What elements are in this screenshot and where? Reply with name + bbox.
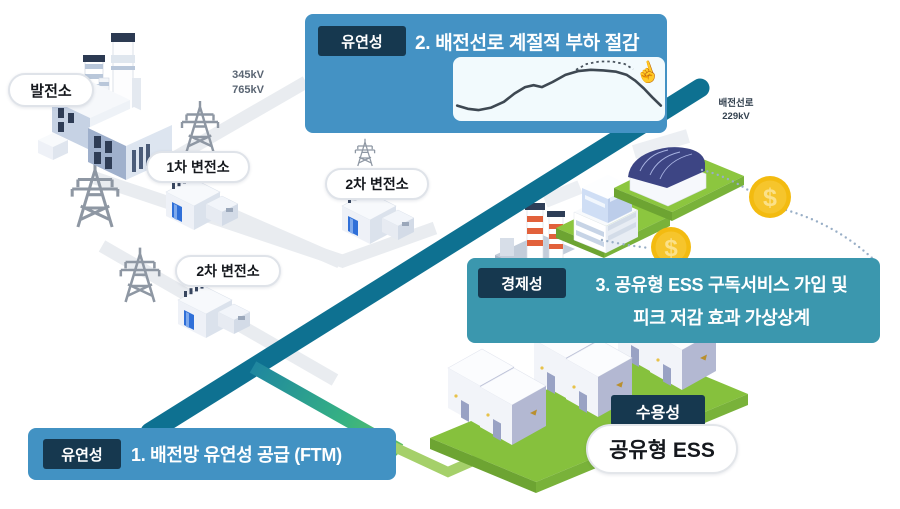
power-plant-label: 발전소: [8, 73, 94, 107]
banner-title: 3. 공유형 ESS 구독서비스 가입 및 피크 저감 효과 가상상계: [595, 275, 848, 328]
economy-tag: 경제성: [478, 268, 566, 298]
warehouse-illustration: [614, 147, 744, 221]
banner-flexibility-1: 유연성 1. 배전망 유연성 공급 (FTM): [28, 428, 396, 480]
distribution-voltage-label: 배전선로 229kV: [718, 98, 754, 123]
coin-dollar-icon: $: [651, 227, 691, 267]
load-curve-chart: ☝: [453, 57, 665, 121]
shared-ess-label: 공유형 ESS: [586, 424, 738, 474]
banner-title: 2. 배전선로 계절적 부하 절감: [415, 32, 640, 54]
secondary-substation-right-label: 2차 변전소: [325, 168, 429, 200]
load-curve-sparkline: [455, 60, 663, 112]
secondary-substation-lower-label: 2차 변전소: [175, 255, 281, 287]
transmission-voltage-label: 345kV 765kV: [232, 69, 264, 96]
office-building-illustration: [556, 175, 670, 258]
transmission-tower-icon: [354, 138, 376, 167]
svg-text:$: $: [664, 235, 678, 262]
money-flow-dotted-lines: [600, 168, 874, 260]
banner-flexibility-2: 유연성 2. 배전선로 계절적 부하 절감 ☝: [305, 14, 667, 133]
banner-title: 1. 배전망 유연성 공급 (FTM): [131, 445, 342, 465]
flexibility-tag: 유연성: [43, 439, 121, 469]
primary-substation-label: 1차 변전소: [146, 151, 250, 183]
flexibility-tag: 유연성: [318, 26, 406, 56]
coin-dollar-icon: $: [749, 176, 791, 218]
acceptance-tag: 수용성: [611, 395, 705, 426]
banner-economy-3: 경제성 3. 공유형 ESS 구독서비스 가입 및 피크 저감 효과 가상상계: [467, 258, 880, 343]
distribution-line: [140, 78, 710, 442]
svg-text:$: $: [763, 184, 777, 212]
